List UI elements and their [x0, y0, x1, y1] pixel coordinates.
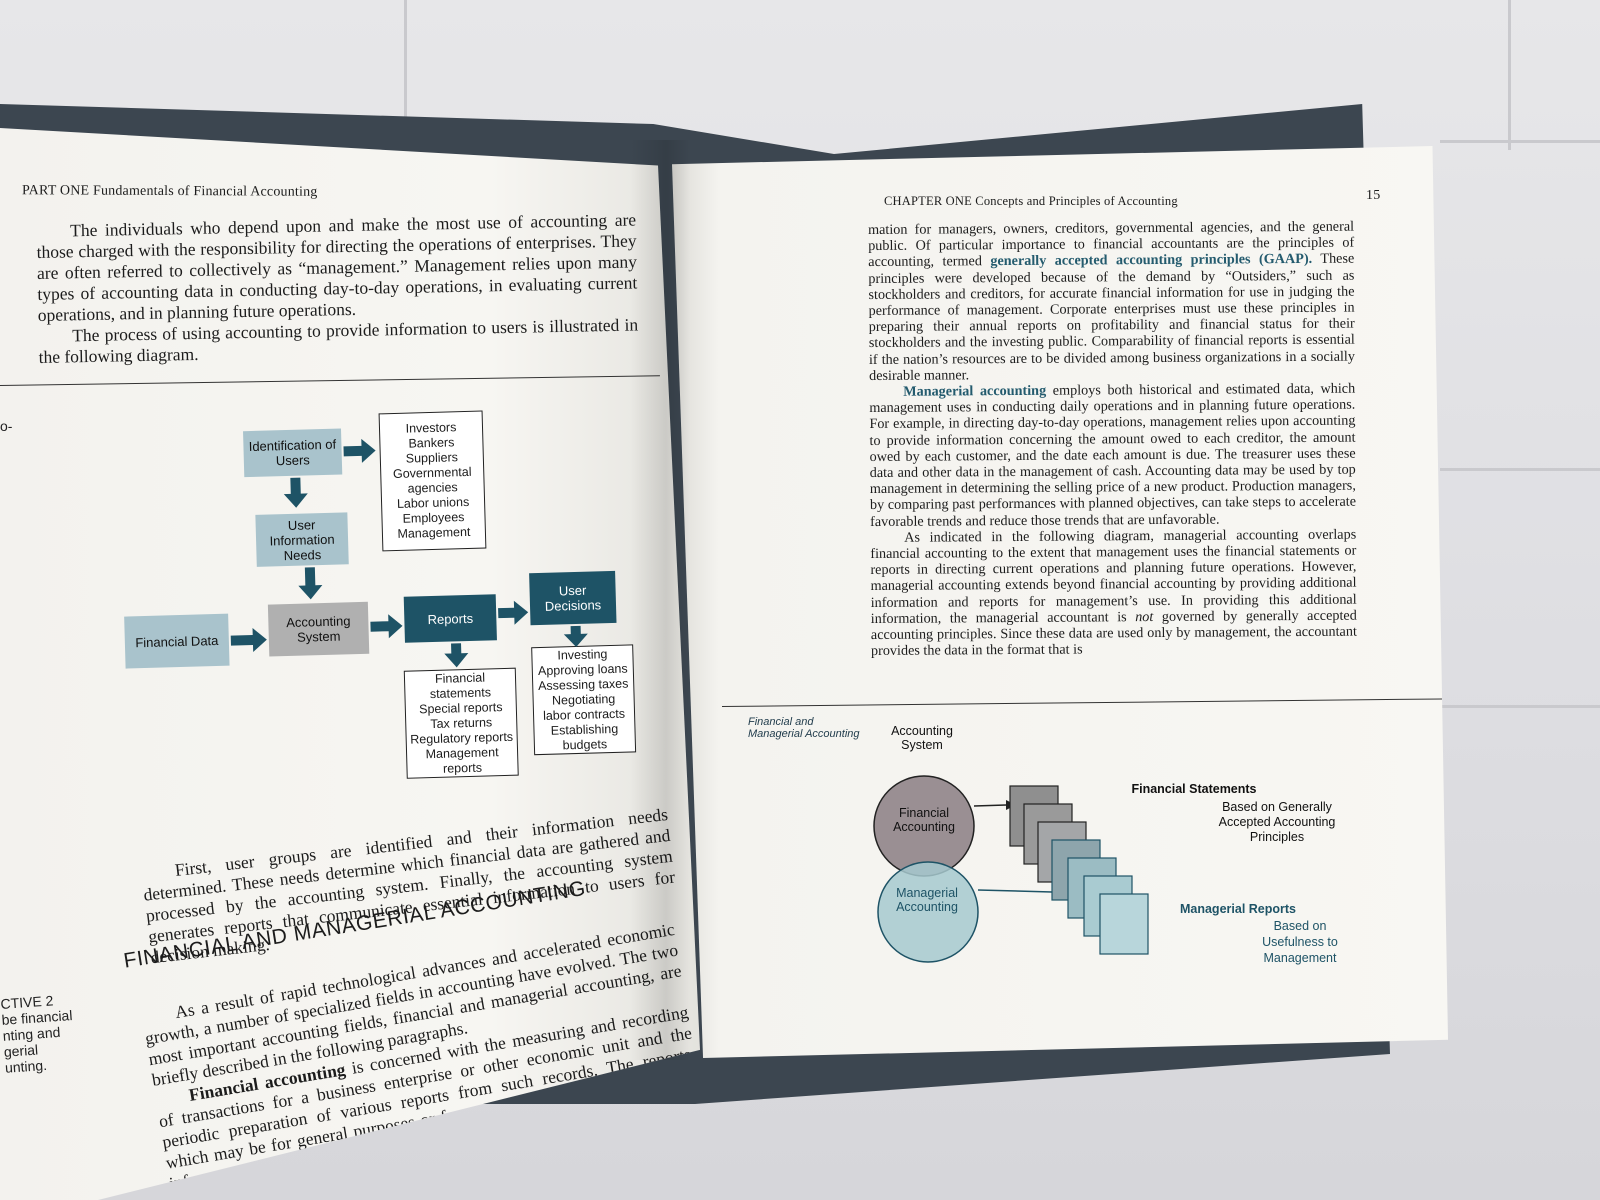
managerial-reports-subtitle: Based on Usefulness to Management	[1262, 919, 1338, 965]
wall-tile-seam	[1440, 140, 1600, 143]
paragraph-managerial-accounting: Managerial accounting employs both histo…	[869, 380, 1357, 530]
margin-fragment: o-	[0, 418, 13, 434]
paragraph-gaap: mation for managers, owners, creditors, …	[868, 218, 1356, 384]
term-managerial-accounting: Managerial accounting	[903, 382, 1047, 400]
term-gaap: generally accepted accounting principles…	[990, 251, 1313, 270]
right-page: CHAPTER ONE Concepts and Principles of A…	[672, 146, 1448, 1058]
paragraph-overlap: As indicated in the following diagram, m…	[870, 526, 1357, 660]
wall-tile-seam	[1440, 705, 1600, 708]
financial-accounting-label: Financial Accounting	[893, 806, 955, 834]
financial-statements-subtitle: Based on Generally Accepted Accounting P…	[1218, 800, 1336, 844]
arrow-down-icon	[444, 643, 469, 668]
arrow-right-icon	[498, 600, 529, 625]
page-number: 15	[1366, 188, 1381, 203]
arrow-right-icon	[343, 438, 376, 463]
objective-margin-note: CTIVE 2 be financial nting and gerial un…	[0, 992, 73, 1076]
accounting-system-label: Accounting System	[891, 724, 953, 752]
arrow-right-icon	[370, 614, 403, 639]
arrow-down-icon	[283, 477, 308, 508]
right-page-header: CHAPTER ONE Concepts and Principles of A…	[884, 194, 1178, 208]
managerial-accounting-label: Managerial Accounting	[896, 886, 958, 914]
managerial-link-line	[977, 889, 1053, 893]
right-divider-rule	[721, 698, 1442, 707]
arrow-right-icon	[230, 628, 267, 652]
managerial-reports-title: Managerial Reports	[1179, 902, 1296, 916]
flow-arrows	[230, 438, 588, 668]
left-page: PART ONE Fundamentals of Financial Accou…	[0, 128, 700, 1200]
wall-tile-seam	[404, 0, 407, 120]
financial-statements-title: Financial Statements	[1131, 782, 1257, 796]
diagram-caption: Financial and Managerial Accounting	[748, 716, 860, 740]
wall-tile-seam	[1440, 468, 1600, 471]
right-body-text: mation for managers, owners, creditors, …	[868, 219, 1357, 660]
financial-link-line	[973, 804, 1007, 807]
wall-tile-seam	[1508, 0, 1511, 150]
arrow-down-icon	[563, 625, 588, 647]
user-information-diagram: Identification of Users Investors Banker…	[0, 128, 700, 1200]
report-stack	[1009, 785, 1149, 955]
managerial-accounting-circle	[877, 861, 979, 963]
arrow-down-icon	[298, 567, 323, 600]
overlap-diagram	[873, 775, 1149, 963]
